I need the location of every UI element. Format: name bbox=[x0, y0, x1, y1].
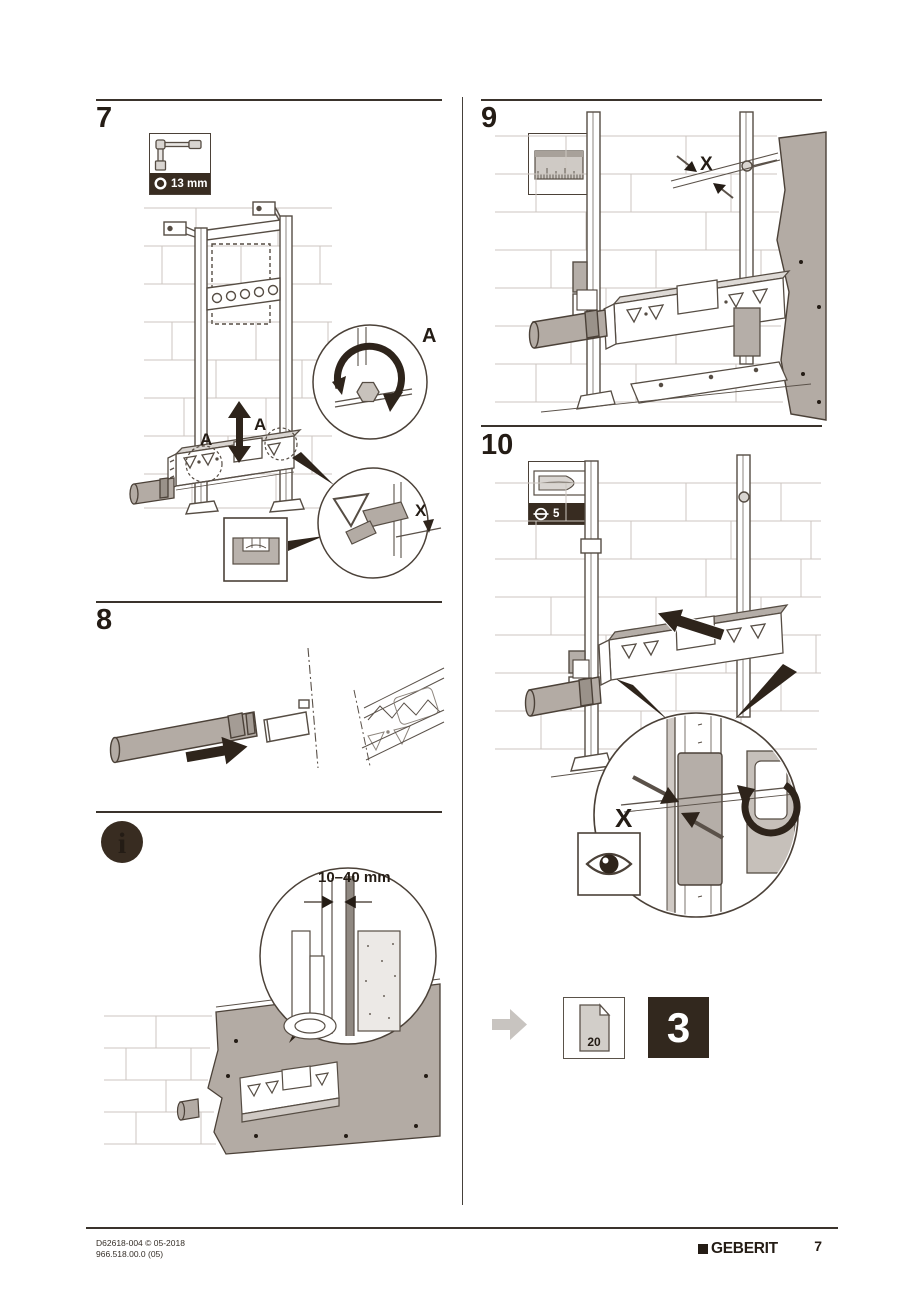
channel-fragment bbox=[353, 667, 445, 767]
step9-rule bbox=[481, 99, 822, 101]
page-ref-box: 20 bbox=[563, 997, 625, 1059]
column-divider bbox=[462, 97, 464, 1205]
dashed-highlight-circle-left bbox=[185, 445, 223, 483]
svg-text:i: i bbox=[118, 827, 126, 860]
brand-name: GEBERIT bbox=[711, 1240, 778, 1257]
leader-wedge-right bbox=[735, 664, 797, 719]
mounting-frame bbox=[163, 201, 305, 515]
drainage-channel bbox=[603, 270, 791, 357]
drain-pipe bbox=[129, 477, 175, 505]
step7-toolbox: 13 mm bbox=[149, 133, 211, 195]
page-fold-icon: 20 bbox=[579, 1003, 611, 1052]
footer-rule bbox=[86, 1227, 838, 1229]
page-ref-label: 20 bbox=[587, 1035, 601, 1049]
rotation-arrow bbox=[334, 342, 405, 403]
wall-anchor-right bbox=[252, 201, 276, 216]
insert-arrow bbox=[185, 736, 248, 765]
step8-number: 8 bbox=[96, 604, 113, 636]
drain-pipe bbox=[528, 289, 608, 349]
hex-socket-icon bbox=[154, 177, 167, 190]
label-a-right: A bbox=[254, 415, 266, 434]
eye-icon bbox=[585, 852, 633, 876]
doc-code: D62618-004 © 05-2018 bbox=[96, 1238, 185, 1248]
info-rule bbox=[96, 811, 442, 813]
geberit-logo: GEBERIT bbox=[698, 1240, 778, 1258]
wall-anchor-left bbox=[163, 221, 187, 236]
eye-box bbox=[577, 832, 641, 896]
step8-rule bbox=[96, 601, 442, 603]
label-a-detail: A bbox=[422, 325, 436, 347]
doc-number: 966.518.00.0 (05) bbox=[96, 1248, 164, 1259]
step7-tool-badge: 13 mm bbox=[150, 173, 210, 194]
label-x: X bbox=[700, 154, 713, 175]
label-x: X bbox=[615, 803, 633, 833]
step10-rule bbox=[481, 425, 822, 427]
adjuster-nut bbox=[356, 381, 380, 403]
height-adjust-arrow bbox=[228, 401, 251, 463]
wall-gap-detail-circle: 10–40 mm bbox=[259, 867, 437, 1045]
chapter-box: 3 bbox=[648, 997, 709, 1058]
gap-dimension-label: 10–40 mm bbox=[318, 869, 391, 886]
step7-rule bbox=[96, 99, 442, 101]
x-measurement: X bbox=[670, 152, 781, 199]
frame-feet bbox=[540, 361, 812, 413]
leader-wedge-left bbox=[616, 679, 669, 721]
drainage-channel bbox=[598, 604, 789, 687]
leader-wedge-to-detail bbox=[292, 452, 334, 485]
step10-tool-size: 5 bbox=[553, 507, 560, 520]
slotted-screw-icon bbox=[533, 507, 549, 520]
brick-wall bbox=[104, 1015, 216, 1145]
inlet-pipe bbox=[109, 711, 258, 764]
step9-drawing: X bbox=[495, 111, 827, 421]
step8-drawing bbox=[109, 647, 445, 769]
step10-tool-badge: 5 bbox=[529, 503, 591, 524]
drain-pipe bbox=[524, 659, 602, 717]
chapter-label: 3 bbox=[666, 1003, 691, 1051]
leader-wedge-from-level bbox=[288, 536, 324, 551]
forward-arrow-icon bbox=[492, 1009, 527, 1040]
frame-rail-left bbox=[586, 111, 601, 397]
page-number: 7 bbox=[814, 1238, 822, 1254]
step7-drawing: A A A X bbox=[129, 201, 442, 582]
frame-top-crossbar bbox=[206, 219, 281, 241]
step7-tool-size: 13 mm bbox=[171, 177, 208, 190]
detail-circle-adjuster: X bbox=[593, 712, 801, 918]
label-x-detail: X bbox=[415, 501, 427, 520]
step7-number: 7 bbox=[96, 102, 113, 134]
frame-foot-right bbox=[268, 498, 305, 513]
socket-wrench-icon bbox=[150, 134, 210, 173]
cover-panel bbox=[776, 131, 827, 421]
spirit-level-box bbox=[223, 517, 288, 582]
detail-circle-knob bbox=[312, 324, 428, 440]
info-drawing: 10–40 mm bbox=[104, 867, 441, 1155]
slide-arrow bbox=[656, 608, 726, 642]
step9-number: 9 bbox=[481, 102, 498, 134]
dashed-highlight-circle-right bbox=[264, 427, 298, 461]
wall-axis-line bbox=[307, 647, 319, 769]
wall-socket-stub bbox=[263, 699, 310, 743]
logo-square bbox=[698, 1244, 708, 1254]
step10-drawing: X bbox=[495, 454, 821, 918]
label-a-left: A bbox=[200, 430, 212, 449]
info-icon: i bbox=[101, 821, 143, 863]
spirit-level-icon bbox=[232, 537, 280, 565]
frame-foot-left bbox=[184, 500, 219, 515]
frame-rail-left bbox=[584, 460, 599, 758]
detail-circle-bracket bbox=[317, 467, 442, 579]
step10-number: 10 bbox=[481, 429, 514, 461]
rotation-arrow bbox=[741, 782, 801, 837]
footer-doc-info: D62618-004 © 05-2018 966.518.00.0 (05) bbox=[96, 1238, 185, 1259]
